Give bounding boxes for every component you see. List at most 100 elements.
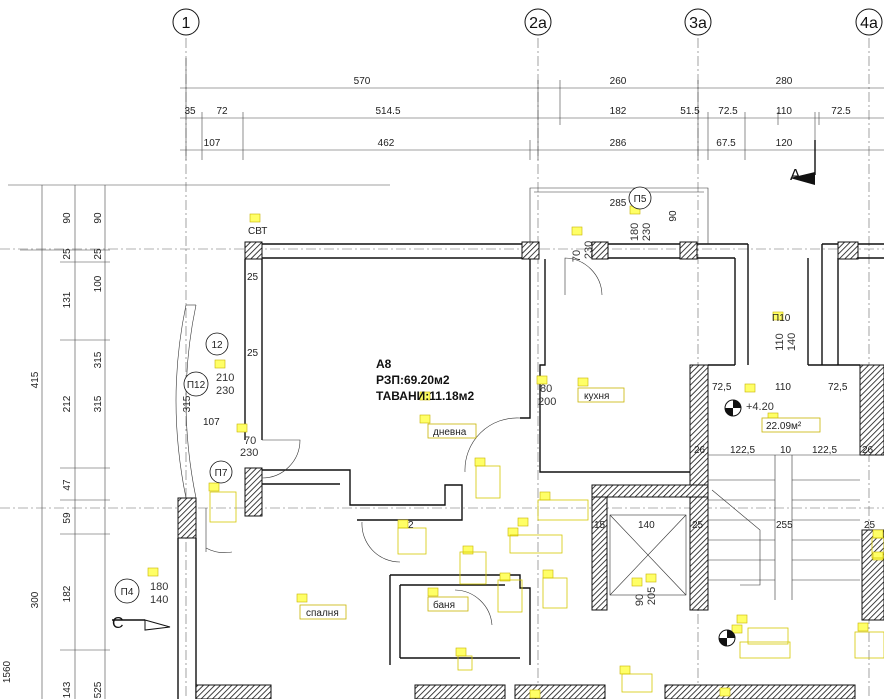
grid-axis-label-4a: 4a [860, 15, 878, 32]
wall-thickness-25a: 25 [247, 272, 259, 283]
circle-12-label: 12 [211, 340, 223, 351]
window-p5-height: 230 [641, 223, 653, 241]
dim-left-182: 182 [62, 585, 73, 602]
cvt-label: СВТ [248, 226, 267, 237]
lift-dim-25a: 25 [692, 520, 704, 531]
dim-51-5: 51.5 [680, 106, 700, 117]
door-entry-height: 230 [240, 447, 258, 459]
dim-top-280: 280 [776, 76, 793, 87]
lift-dim-140: 140 [638, 520, 655, 531]
dim-72-5b: 72.5 [831, 106, 851, 117]
doors [205, 257, 603, 626]
door-lift-width: 90 [634, 594, 646, 606]
dim-110: 110 [776, 106, 792, 117]
window-p7-tag: П7 [215, 468, 228, 479]
dim-35: 35 [184, 106, 196, 117]
apartment-name: A8 [376, 357, 392, 371]
top-dimensions: 570 260 280 35 72 514.5 182 51.5 72.5 11… [180, 58, 884, 160]
room-bath-label: баня [433, 599, 455, 611]
room-kitchen-label: кухня [584, 391, 609, 402]
apartment-rzp: РЗП:69.20м2 [376, 373, 450, 387]
dim-72-5a: 72.5 [718, 106, 738, 117]
stair-dim-26b: 26 [862, 445, 874, 456]
window-p4-width: 180 [150, 581, 168, 593]
left-dimensions: 90 25 131 415 212 315 47 59 182 300 1560… [2, 184, 390, 699]
walls [175, 187, 884, 699]
dim-left-212: 212 [62, 395, 73, 412]
dim-182: 182 [610, 106, 627, 117]
stair-dim-122-5a: 122,5 [730, 445, 755, 456]
dim-left-131: 131 [62, 291, 73, 308]
stair-core-labels: 72,5 110 72,5 +4.20 22.09м² 26 122,5 10 … [594, 382, 876, 647]
room-labels: дневна кухня спалня баня [299, 387, 625, 620]
window-p12-tag: П12 [187, 380, 206, 391]
dim-inner-315: 315 [93, 351, 104, 368]
bath-number: 2 [408, 520, 414, 531]
lift-dim-25b: 25 [864, 520, 876, 531]
dim-462: 462 [378, 138, 395, 149]
stair-dim-72-5a: 72,5 [712, 382, 732, 393]
dim-top-570: 570 [354, 76, 371, 87]
stair-dim-122-5b: 122,5 [812, 445, 837, 456]
lift-dim-15: 15 [594, 520, 606, 531]
door-lift-height: 205 [646, 587, 658, 605]
dim-inner-25: 25 [93, 248, 104, 260]
section-a-label: A [790, 167, 801, 184]
grid-axis-label-3a: 3a [689, 15, 707, 32]
bay-107: 107 [203, 417, 220, 428]
dim-top-260: 260 [610, 76, 627, 87]
door-kitchen-height: 230 [583, 241, 595, 259]
stair-dim-26a: 26 [694, 445, 706, 456]
window-p5-tag: П5 [634, 194, 647, 205]
floor-level: +4.20 [746, 401, 774, 413]
dim-286: 286 [610, 138, 627, 149]
grid-axis-label-2a: 2a [529, 15, 547, 32]
stair-dim-10: 10 [780, 445, 792, 456]
window-p4-tag: П4 [121, 587, 134, 598]
door-kitchen-width: 70 [571, 250, 583, 262]
dim-left-143: 143 [62, 681, 73, 698]
door-living-width: 80 [540, 383, 552, 395]
balcony-width: 285 [610, 198, 627, 209]
dim-67-5: 67.5 [716, 138, 736, 149]
room-bedroom-label: спалня [306, 608, 339, 619]
window-p4-height: 140 [150, 594, 168, 606]
bay-315: 315 [182, 395, 193, 412]
dim-left-90a: 90 [62, 212, 73, 224]
dim-left-59: 59 [62, 512, 73, 524]
stair-dim-72-5b: 72,5 [828, 382, 848, 393]
window-p5-width: 180 [629, 223, 641, 241]
window-p10-tag: П10 [772, 313, 791, 324]
dim-107: 107 [204, 138, 221, 149]
dim-514-5: 514.5 [375, 106, 400, 117]
dim-inner-525: 525 [93, 681, 104, 698]
grid-axis-label-1: 1 [182, 15, 191, 32]
stair-dim-110: 110 [775, 382, 791, 393]
dim-left-415: 415 [30, 371, 41, 388]
window-p10-height: 140 [786, 333, 798, 351]
window-p12-width: 210 [216, 372, 234, 384]
window-p12-height: 230 [216, 385, 234, 397]
note-markers [147, 205, 884, 699]
dim-left-1560: 1560 [2, 660, 13, 683]
apartment-info: A8 РЗП:69.20м2 ТАВАНИ:11.18м2 [376, 357, 475, 403]
opening-tags: СВТ П5 285 90 180 230 70 230 25 25 12 П1… [114, 186, 798, 606]
balcony-depth: 90 [668, 210, 679, 222]
window-p10-width: 110 [774, 333, 786, 351]
apartment-tavani: ТАВАНИ:11.18м2 [376, 389, 475, 403]
dim-inner-100: 100 [93, 275, 104, 292]
wall-thickness-25b: 25 [247, 348, 259, 359]
section-markers: A C [112, 140, 816, 632]
stair-area: 22.09м² [766, 421, 802, 432]
lift-dim-255: 255 [776, 520, 793, 531]
grid-axes: 1 2a 3a 4a [0, 8, 884, 699]
dim-inner-90: 90 [93, 212, 104, 224]
room-living-label: дневна [433, 427, 467, 438]
dim-left-47: 47 [62, 479, 73, 491]
dim-left-315: 315 [93, 395, 104, 412]
door-entry-width: 70 [244, 435, 256, 447]
section-c-label: C [112, 615, 124, 632]
dim-left-25a: 25 [62, 248, 73, 260]
dim-left-300: 300 [30, 591, 41, 608]
